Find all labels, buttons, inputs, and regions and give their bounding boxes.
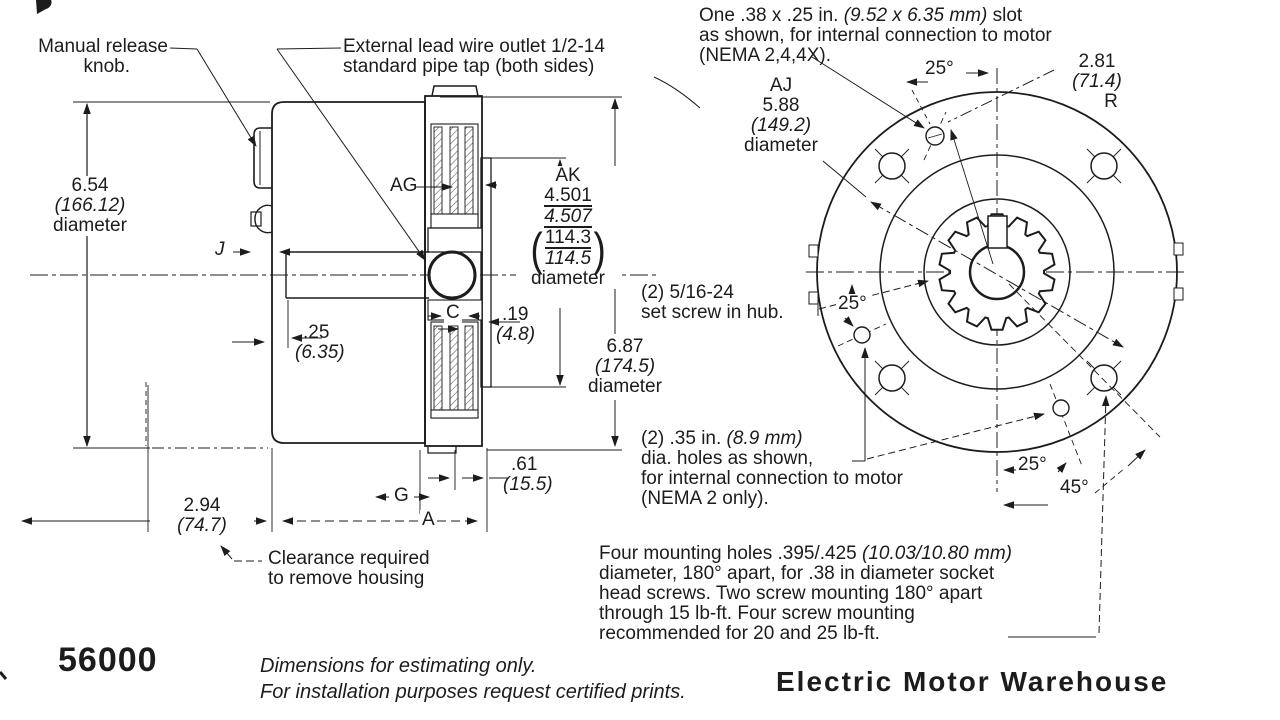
- flange-view-linework: [806, 56, 1188, 638]
- scan-artifact-tick: [0, 671, 8, 680]
- holes-leader-diagonal: [866, 412, 1045, 460]
- lead-wire-leader: [276, 48, 426, 261]
- dim-061: .61 (15.5): [503, 454, 553, 495]
- label-c: C: [444, 302, 462, 323]
- dim-281-radius: 2.81 (71.4) R: [1072, 51, 1122, 112]
- angle-25-left: 25°: [836, 293, 869, 314]
- both-sides-leader: [653, 76, 701, 109]
- brand-logo: Electric Motor Warehouse: [776, 666, 1169, 697]
- dim-ak-diameter: AK 4.501 4.507 ( 114.3 114.5 ) diameter: [516, 166, 620, 289]
- label-j: J: [215, 239, 225, 260]
- keyway: [987, 215, 1008, 249]
- angle-25-top: 25°: [925, 58, 954, 79]
- housing-outline: [271, 101, 426, 444]
- disclaimer-line-1: Dimensions for estimating only.: [260, 655, 537, 677]
- scan-artifact-comma: [36, 0, 52, 14]
- release-knob-outline: [253, 127, 272, 189]
- flange-slab-outline: [424, 95, 483, 447]
- dim-687-diameter: 6.87 (174.5) diameter: [575, 337, 675, 397]
- dim-654-diameter: 6.54 (166.12) diameter: [38, 176, 142, 236]
- connection-holes: [837, 111, 1083, 467]
- note-lead-wire: External lead wire outlet 1/2-14 standar…: [343, 36, 605, 77]
- note-clearance: Clearance required to remove housing: [268, 548, 430, 589]
- shaft-bore-section: [427, 250, 477, 300]
- angle-25-bottom: 25°: [1016, 454, 1049, 475]
- dim-019: .19 (4.8): [496, 304, 536, 345]
- label-a: A: [420, 509, 437, 530]
- manual-release-leader: [196, 48, 257, 147]
- shaft-bore: [968, 243, 1026, 301]
- note-slot: One .38 x .25 in. (9.52 x 6.35 mm) slot …: [699, 5, 1052, 66]
- dim-aj-diameter: AJ 5.88 (149.2) diameter: [744, 75, 818, 156]
- pipe-tap-boss: [431, 85, 479, 97]
- label-g: G: [392, 485, 411, 506]
- note-set-screw: (2) 5/16-24 set screw in hub.: [641, 282, 784, 323]
- aj-diameter-line: [870, 201, 1124, 348]
- dim-025: .25 (6.35): [295, 322, 345, 363]
- label-ag: AG: [390, 175, 418, 196]
- mounting-holes: [874, 148, 1122, 396]
- outer-housing-circle: [816, 91, 1178, 453]
- slot-leader: [811, 56, 925, 129]
- set-screw-leader: [818, 279, 929, 310]
- release-lever-boss: [254, 204, 273, 234]
- note-connection-holes: (2) .35 in. (8.9 mm) dia. holes as shown…: [641, 428, 903, 509]
- note-manual-release: Manual release knob.: [38, 36, 168, 77]
- mounting-note-leader: [1098, 395, 1110, 634]
- angle-45: 45°: [1058, 477, 1091, 498]
- dim-294: 2.94 (74.7): [150, 496, 254, 536]
- note-mounting-holes: Four mounting holes .395/.425 (10.03/10.…: [599, 543, 1012, 644]
- model-number: 56000: [58, 641, 158, 679]
- disclaimer-line-2: For installation purposes request certif…: [260, 681, 686, 703]
- side-view-linework: [0, 0, 701, 680]
